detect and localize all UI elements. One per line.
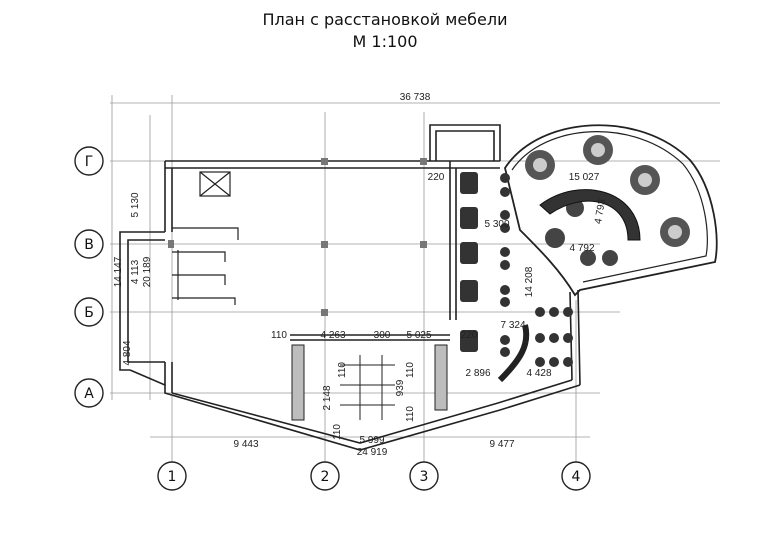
row-axis-markers bbox=[74, 146, 104, 408]
dim-left-inner: 20 189 bbox=[142, 256, 153, 287]
dim-5300: 5 300 bbox=[484, 219, 509, 230]
column-axis-1: 1 bbox=[168, 469, 177, 485]
building-walls bbox=[119, 124, 581, 451]
dim-overall-width: 36 738 bbox=[400, 92, 431, 103]
row-axis-v: В bbox=[84, 237, 94, 253]
plan-scale: М 1:100 bbox=[352, 32, 418, 51]
round-tables bbox=[525, 135, 690, 266]
dim-7324: 7 324 bbox=[500, 320, 525, 331]
column-axis-4: 4 bbox=[572, 469, 581, 485]
dim-2896: 2 896 bbox=[465, 368, 490, 379]
dim-2148: 2 148 bbox=[322, 385, 333, 410]
dim-left-g-v: 5 130 bbox=[130, 192, 141, 217]
row-axis-g: Г bbox=[85, 154, 94, 170]
column-axis-markers bbox=[157, 461, 591, 491]
left-partitions bbox=[172, 227, 239, 305]
dim-5025: 5 025 bbox=[406, 330, 431, 341]
elevator-box bbox=[199, 171, 231, 197]
curved-sofa bbox=[539, 189, 641, 241]
column-axis-2: 2 bbox=[321, 469, 330, 485]
dim-14208: 14 208 bbox=[524, 266, 535, 297]
round-lounge-walls bbox=[504, 124, 718, 297]
dim-939: 939 bbox=[395, 379, 406, 396]
dim-110-c: 110 bbox=[405, 362, 416, 378]
dim-300: 300 bbox=[374, 330, 391, 341]
restroom-cubicles bbox=[291, 344, 448, 421]
dim-110-b: 110 bbox=[337, 362, 348, 378]
dim-15027: 15 027 bbox=[569, 172, 600, 183]
dim-220-mid: 220 bbox=[461, 330, 478, 341]
plan-title: План с расстановкой мебели bbox=[262, 10, 508, 29]
columns bbox=[168, 158, 427, 316]
dim-mid-segment: 5 999 bbox=[359, 435, 384, 446]
booth-seating bbox=[460, 172, 573, 367]
dim-left-b-a: 4 804 bbox=[122, 340, 133, 365]
dim-4263: 4 263 bbox=[320, 330, 345, 341]
dim-right-segment: 9 477 bbox=[489, 439, 514, 450]
dim-left-segment: 9 443 bbox=[233, 439, 258, 450]
dim-left-vertical-total: 14 147 bbox=[113, 256, 124, 287]
dim-overall-bottom: 24 919 bbox=[357, 447, 388, 458]
column-axis-3: 3 bbox=[420, 469, 429, 485]
row-axis-a: А bbox=[84, 386, 94, 402]
dim-left-v-b: 4 113 bbox=[130, 259, 141, 284]
dim-4792: 4 792 bbox=[569, 243, 594, 254]
dim-220-top: 220 bbox=[428, 172, 445, 183]
dim-110-a: 110 bbox=[271, 330, 287, 341]
dim-110-d: 110 bbox=[405, 406, 416, 422]
dim-4428: 4 428 bbox=[526, 368, 551, 379]
dim-4793: 4 793 bbox=[593, 198, 608, 225]
row-axis-b: Б bbox=[84, 305, 94, 321]
dim-110-e: 110 bbox=[332, 424, 343, 440]
grid-lines bbox=[110, 95, 720, 462]
curved-bar bbox=[497, 324, 530, 383]
